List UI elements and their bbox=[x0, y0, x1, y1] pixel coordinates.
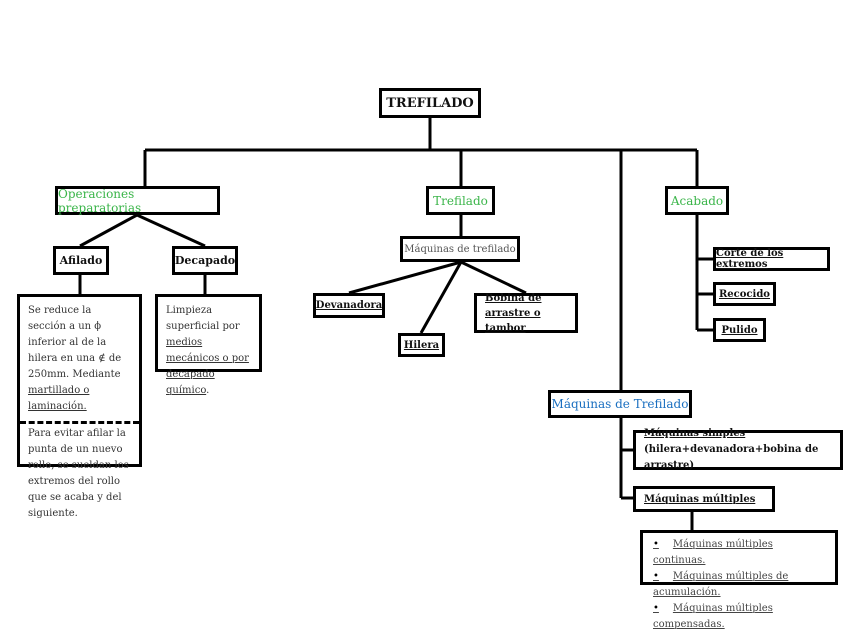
decapado-desc-text: Limpieza superficial por bbox=[166, 305, 240, 332]
afilado-desc-text-2: Para evitar afilar la punta de un nuevo … bbox=[28, 428, 129, 519]
recocido-node: Recocido bbox=[713, 282, 776, 306]
afilado-description: Se reduce la sección a un ϕ inferior al … bbox=[17, 294, 142, 519]
decapado-node: Decapado bbox=[172, 246, 238, 275]
root-node: TREFILADO bbox=[379, 88, 481, 118]
acabado-node: Acabado bbox=[665, 186, 729, 215]
afilado-desc-text: Se reduce la sección a un ϕ inferior al … bbox=[28, 305, 122, 380]
corte-node: Corte de los extremos bbox=[713, 247, 830, 271]
decapado-desc-end: . bbox=[206, 385, 210, 396]
maquinas-trefilado-node: Máquinas de Trefilado bbox=[548, 390, 692, 418]
list-item: Máquinas múltiples continuas. bbox=[653, 537, 825, 569]
afilado-node: Afilado bbox=[53, 246, 109, 275]
connector-lines bbox=[78, 118, 713, 530]
trefilado-node: Trefilado bbox=[426, 186, 495, 215]
dashed-separator bbox=[20, 421, 139, 424]
maquinas-simples-desc: (hilera+devanadora+bobina de arrastre) bbox=[644, 444, 819, 471]
maquinas-de-trefilado-node: Máquinas de trefilado bbox=[400, 236, 520, 262]
decapado-description: Limpieza superficial por medios mecánico… bbox=[155, 294, 262, 396]
maquinas-simples-node: Máquinas simples (hilera+devanadora+bobi… bbox=[633, 428, 843, 471]
bobina-node: Bobina de arrastre o tambor bbox=[474, 293, 578, 334]
maquinas-multiples-node: Máquinas múltiples bbox=[633, 486, 775, 512]
maquinas-multiples-list: Máquinas múltiples continuas. Máquinas m… bbox=[640, 530, 838, 630]
devanadora-node: Devanadora bbox=[313, 293, 385, 318]
hilera-node: Hilera bbox=[398, 333, 445, 357]
pulido-node: Pulido bbox=[713, 318, 766, 342]
list-item: Máquinas múltiples de acumulación. bbox=[653, 569, 825, 601]
operaciones-node: Operaciones preparatorias bbox=[55, 186, 220, 215]
maquinas-simples-title: Máquinas simples bbox=[644, 428, 746, 439]
list-item: Máquinas múltiples compensadas. bbox=[653, 601, 825, 633]
decapado-desc-link: medios mecánicos o por decapado químico bbox=[166, 337, 249, 396]
afilado-desc-link: martillado o laminación. bbox=[28, 385, 90, 412]
